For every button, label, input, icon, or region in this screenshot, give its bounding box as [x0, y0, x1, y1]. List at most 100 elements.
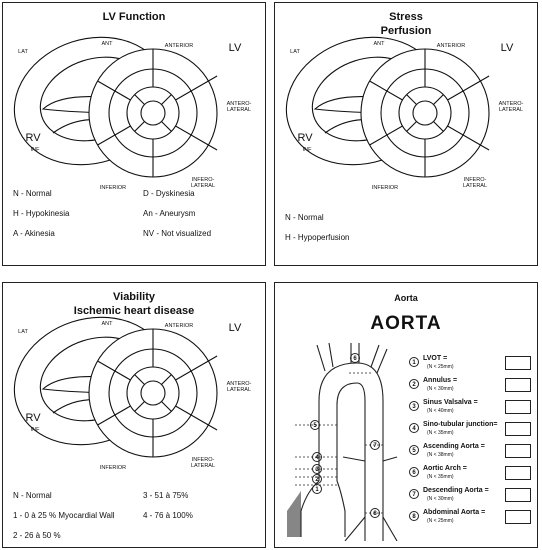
label-ant: ANT	[102, 41, 114, 47]
aorta-item-number: 7	[409, 489, 419, 499]
aorta-item-value-box[interactable]	[505, 510, 531, 524]
aorta-item-value-box[interactable]	[505, 422, 531, 436]
inner-spoke-3	[161, 374, 172, 385]
aorta-item-label: Sinus Valsalva =	[423, 399, 478, 406]
inner-spoke-2	[134, 94, 145, 105]
aorta-diagram	[287, 342, 398, 541]
label-rv: RV	[25, 412, 41, 424]
outer-spoke-0	[175, 405, 209, 426]
aorta-item-label: Aortic Arch =	[423, 465, 467, 472]
inner-spoke-0	[161, 121, 172, 132]
aorta-item-value-box[interactable]	[505, 378, 531, 392]
outer-spoke-3	[97, 360, 131, 381]
label-lv: LV	[229, 322, 242, 334]
marker-2: 2	[312, 474, 322, 484]
aorta-item-value-box[interactable]	[505, 444, 531, 458]
viability-legend-2: 2 - 26 à 50 %	[13, 531, 61, 540]
outer-spoke-5	[447, 80, 481, 101]
label-lv: LV	[229, 42, 242, 54]
outer-spoke-0	[175, 125, 209, 146]
inner-spoke-3	[161, 94, 172, 105]
outer-spoke-5	[175, 360, 209, 381]
infero-lateral-tick	[480, 144, 490, 151]
viability-legend-normal: N - Normal	[13, 491, 52, 500]
legend-normal: N - Normal	[13, 189, 52, 198]
stress-legend-hypoperfusion: H - Hypoperfusion	[285, 233, 350, 242]
aorta-item-number: 2	[409, 379, 419, 389]
aorta-item-number: 3	[409, 401, 419, 411]
legend-hypokinesia: H - Hypokinesia	[13, 209, 70, 218]
aorta-item-normal-range: (N < 30mm)	[427, 496, 454, 502]
legend-aneurysm: An - Aneurysm	[143, 209, 196, 218]
heart-schematic	[13, 316, 218, 458]
legend-akinesia: A - Akinesia	[13, 229, 55, 238]
label-anterior: ANTERIOR	[165, 43, 193, 49]
stress-title: Stress	[389, 11, 423, 23]
aorta-item-value-box[interactable]	[505, 356, 531, 370]
label-inferior: INFERIOR	[100, 185, 126, 191]
marker-1: 1	[312, 484, 322, 494]
aorta-item-normal-range: (N < 40mm)	[427, 408, 454, 414]
aorta-item-label: Annulus =	[423, 377, 458, 384]
aorta-item-normal-range: (N < 35mm)	[427, 430, 454, 436]
aorta-item-normal-range: (N < 38mm)	[427, 452, 454, 458]
aorta-item-label: Ascending Aorta =	[423, 443, 485, 450]
bullseye-ring-3	[140, 380, 166, 406]
inner-spoke-1	[134, 121, 145, 132]
outer-spoke-3	[369, 80, 403, 101]
inner-spoke-1	[406, 121, 417, 132]
aorta-item-normal-range: (N < 25mm)	[427, 364, 454, 370]
aorta-item-number: 1	[409, 357, 419, 367]
label-inferior: INFERIOR	[372, 185, 398, 191]
label-lat: LAT	[18, 49, 28, 55]
label-rv: RV	[297, 132, 313, 144]
inner-spoke-3	[433, 94, 444, 105]
outer-spoke-2	[369, 125, 403, 146]
aorta-item-label: Abdominal Aorta =	[423, 509, 486, 516]
viability-title: Viability	[113, 291, 155, 303]
inner-spoke-0	[433, 121, 444, 132]
label-inf: INF	[31, 427, 41, 433]
infero-lateral-tick	[208, 424, 218, 431]
outer-spoke-3	[97, 80, 131, 101]
label-inf: INF	[31, 147, 41, 153]
aorta-item-normal-range: (N < 35mm)	[427, 474, 454, 480]
inner-spoke-1	[134, 401, 145, 412]
aorta-item-value-box[interactable]	[505, 466, 531, 480]
viability-legend-1: 1 - 0 à 25 % Myocardial Wall	[13, 511, 115, 520]
outer-spoke-2	[97, 125, 131, 146]
label-infero-lateral: INFERO-LATERAL	[191, 457, 215, 469]
aorta-item-label: Descending Aorta =	[423, 487, 489, 494]
label-lv: LV	[501, 42, 514, 54]
aorta-title: Aorta	[394, 293, 418, 303]
label-inf: INF	[303, 147, 313, 153]
outer-spoke-5	[175, 80, 209, 101]
inner-spoke-0	[161, 401, 172, 412]
label-anterior: ANTERIOR	[165, 323, 193, 329]
label-ant: ANT	[374, 41, 386, 47]
marker-6: 6	[350, 353, 360, 363]
label-infero-lateral: INFERO-LATERAL	[191, 177, 215, 189]
aorta-item-value-box[interactable]	[505, 488, 531, 502]
aorta-item-value-box[interactable]	[505, 400, 531, 414]
stress-legend-normal: N - Normal	[285, 213, 324, 222]
label-rv: RV	[25, 132, 41, 144]
marker-5: 5	[310, 420, 320, 430]
aorta-panel: Aorta AORTA	[274, 282, 538, 548]
legend-dyskinesia: D - Dyskinesia	[143, 189, 195, 198]
viability-legend-4: 4 - 76 à 100%	[143, 511, 193, 520]
heart-schematic	[13, 36, 218, 178]
ischemic-title: Ischemic heart disease	[73, 305, 195, 317]
label-inferior: INFERIOR	[100, 465, 126, 471]
aorta-item-normal-range: (N < 30mm)	[427, 386, 454, 392]
heart-schematic	[285, 36, 490, 178]
marker-4: 4	[312, 452, 322, 462]
aorta-item-normal-range: (N < 25mm)	[427, 518, 454, 524]
